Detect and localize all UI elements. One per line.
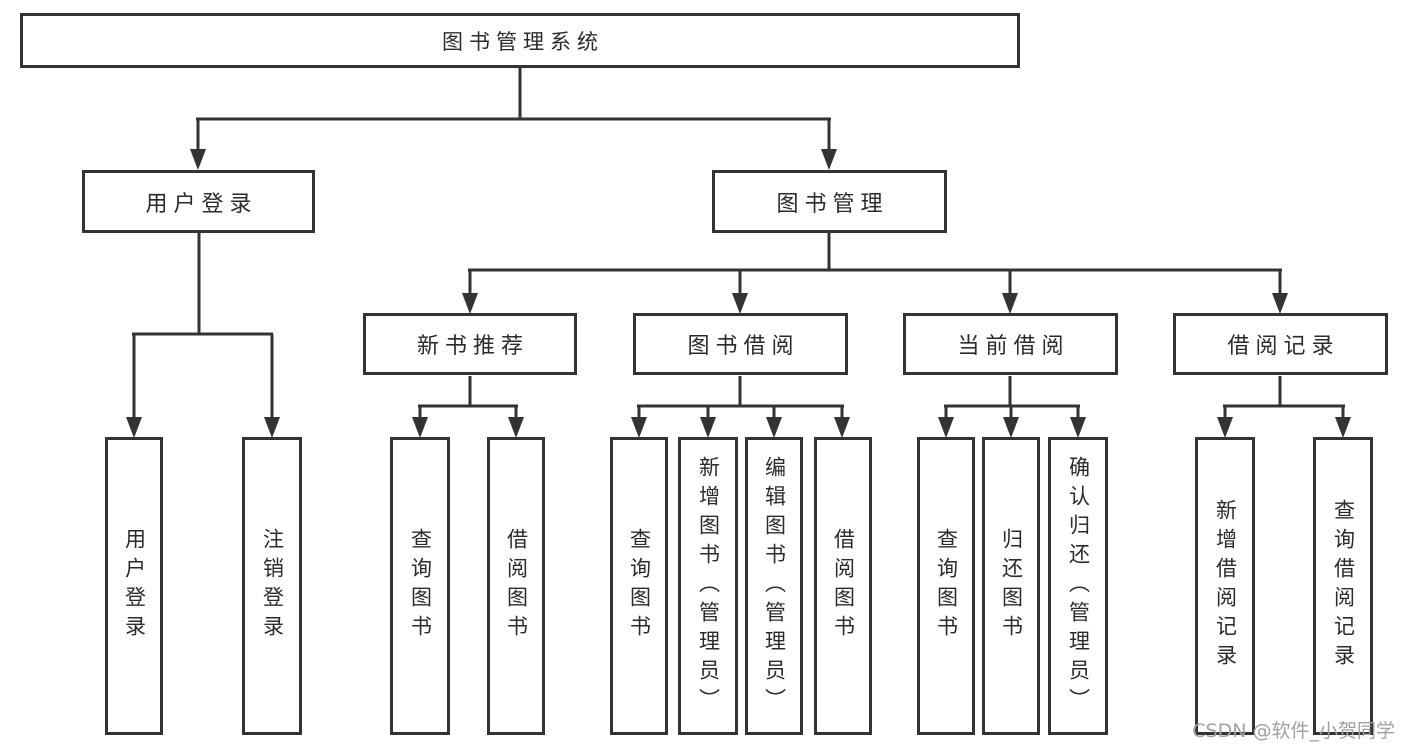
- leaf-logout: 注销登录: [242, 437, 302, 735]
- leaf-query-books-borrowing: 查询图书: [610, 437, 668, 735]
- node-library-management-system: 图书管理系统: [20, 13, 1020, 68]
- leaf-query-books-recommend: 查询图书: [390, 437, 450, 735]
- connector-current-borrow-split: [938, 376, 1086, 438]
- leaf-return-book: 归还图书: [982, 437, 1040, 735]
- leaf-label: 用户登录: [122, 528, 147, 644]
- leaf-label: 查询图书: [408, 528, 433, 644]
- csdn-watermark: CSDN @软件_小贺同学: [1192, 720, 1395, 742]
- leaf-label: 新增图书（管理员）: [696, 455, 721, 717]
- connector-borrow-records-split: [1217, 376, 1351, 438]
- leaf-add-book-admin: 新增图书（管理员）: [678, 437, 738, 735]
- leaf-edit-book-admin: 编辑图书（管理员）: [745, 437, 803, 735]
- node-user-login: 用户登录: [82, 170, 315, 233]
- leaf-label: 确认归还（管理员）: [1066, 455, 1091, 717]
- node-book-management: 图书管理: [712, 170, 947, 233]
- connector-book-borrow-split: [631, 376, 850, 438]
- leaf-label: 查询图书: [627, 528, 652, 644]
- leaf-add-borrow-record: 新增借阅记录: [1195, 437, 1255, 735]
- leaf-label: 查询借阅记录: [1331, 499, 1356, 673]
- leaf-borrow-books-borrowing: 借阅图书: [814, 437, 872, 735]
- leaf-label: 归还图书: [999, 528, 1024, 644]
- leaf-confirm-return-admin: 确认归还（管理员）: [1048, 437, 1108, 735]
- node-book-borrowing: 图书借阅: [633, 313, 848, 375]
- leaf-query-borrow-record: 查询借阅记录: [1313, 437, 1373, 735]
- leaf-user-login: 用户登录: [105, 437, 163, 735]
- leaf-label: 查询图书: [934, 528, 959, 644]
- connector-user-login-split: [126, 233, 280, 438]
- node-current-borrowing: 当前借阅: [903, 313, 1118, 375]
- connector-root-split: [190, 68, 837, 170]
- leaf-query-books-current: 查询图书: [917, 437, 975, 735]
- node-label: 图书管理系统: [442, 29, 604, 54]
- node-label: 借阅记录: [1227, 334, 1340, 359]
- node-borrowing-records: 借阅记录: [1173, 313, 1388, 375]
- node-new-book-recommend: 新书推荐: [363, 313, 577, 375]
- leaf-label: 新增借阅记录: [1213, 499, 1238, 673]
- node-label: 用户登录: [145, 191, 258, 217]
- node-label: 图书管理: [776, 191, 889, 217]
- leaf-label: 编辑图书（管理员）: [762, 455, 787, 717]
- leaf-label: 借阅图书: [831, 528, 856, 644]
- connector-book-management-split: [462, 233, 1288, 314]
- leaf-label: 注销登录: [260, 528, 285, 644]
- connector-new-book-split: [412, 376, 524, 438]
- leaf-borrow-books-recommend: 借阅图书: [487, 437, 545, 735]
- leaf-label: 借阅图书: [504, 528, 529, 644]
- node-label: 图书借阅: [687, 334, 800, 359]
- node-label: 新书推荐: [416, 334, 529, 359]
- node-label: 当前借阅: [957, 334, 1070, 359]
